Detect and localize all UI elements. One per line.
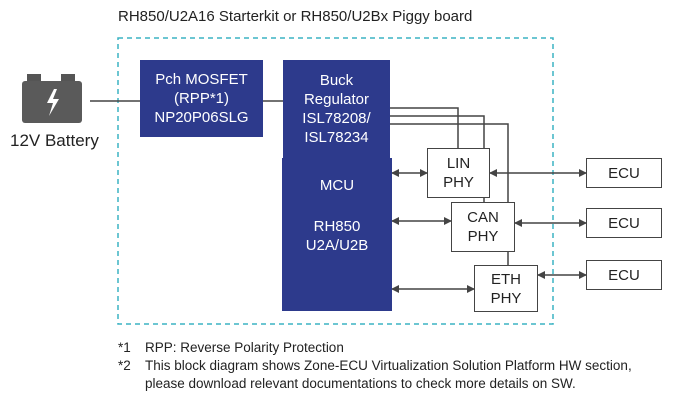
eth-phy-block: ETH PHY (474, 265, 538, 312)
footnote-mark: *2 (118, 358, 131, 373)
mosfet-line-1: Pch MOSFET (155, 71, 248, 88)
battery-label: 12V Battery (10, 131, 99, 150)
footnotes: *1 RPP: Reverse Polarity Protection *2 T… (118, 339, 632, 393)
buck-line-1: Buck (319, 72, 354, 89)
diagram-title: RH850/U2A16 Starterkit or RH850/U2Bx Pig… (118, 8, 473, 25)
ecu-can: ECU (586, 208, 662, 238)
mosfet-line-3: NP20P06SLG (154, 109, 249, 126)
can-line-2: PHY (467, 228, 499, 245)
mcu-family: RH850 (313, 218, 361, 235)
eth-line-2: PHY (490, 289, 522, 307)
footnote-text: RPP: Reverse Polarity Protection (145, 340, 344, 355)
footnote-text: This block diagram shows Zone-ECU Virtua… (145, 358, 632, 373)
mcu-label: MCU (319, 177, 355, 194)
buck-line-3: ISL78208/ (302, 110, 371, 127)
buck-line-4: ISL78234 (304, 129, 369, 146)
power-line-lin (390, 107, 459, 148)
ecu-lin: ECU (586, 158, 662, 188)
battery-icon (22, 74, 82, 123)
buck-line-2: Regulator (303, 91, 370, 108)
footnote-mark: *1 (118, 340, 131, 355)
mosfet-line-2: (RPP*1) (173, 90, 229, 107)
ecu-eth: ECU (586, 260, 662, 290)
board-outline (117, 37, 554, 325)
can-line-1: CAN (467, 209, 499, 226)
footnote-mark (118, 375, 145, 393)
footnote-2-continued: please download relevant documentations … (118, 375, 632, 393)
footnote-2: *2 This block diagram shows Zone-ECU Vir… (118, 357, 632, 375)
buck-regulator-block: Buck Regulator ISL78208/ ISL78234 (283, 60, 390, 158)
mcu-block: MCU RH850 U2A/U2B (282, 158, 392, 311)
footnote-text: please download relevant documentations … (145, 376, 576, 391)
eth-line-1: ETH (491, 270, 521, 288)
lin-line-1: LIN (446, 155, 471, 172)
lin-line-2: PHY (443, 174, 474, 191)
footnote-1: *1 RPP: Reverse Polarity Protection (118, 339, 632, 357)
mcu-variant: U2A/U2B (305, 237, 369, 254)
mosfet-block: Pch MOSFET (RPP*1) NP20P06SLG (140, 60, 263, 137)
lin-phy-block: LIN PHY (427, 148, 490, 198)
can-phy-block: CAN PHY (451, 202, 515, 252)
